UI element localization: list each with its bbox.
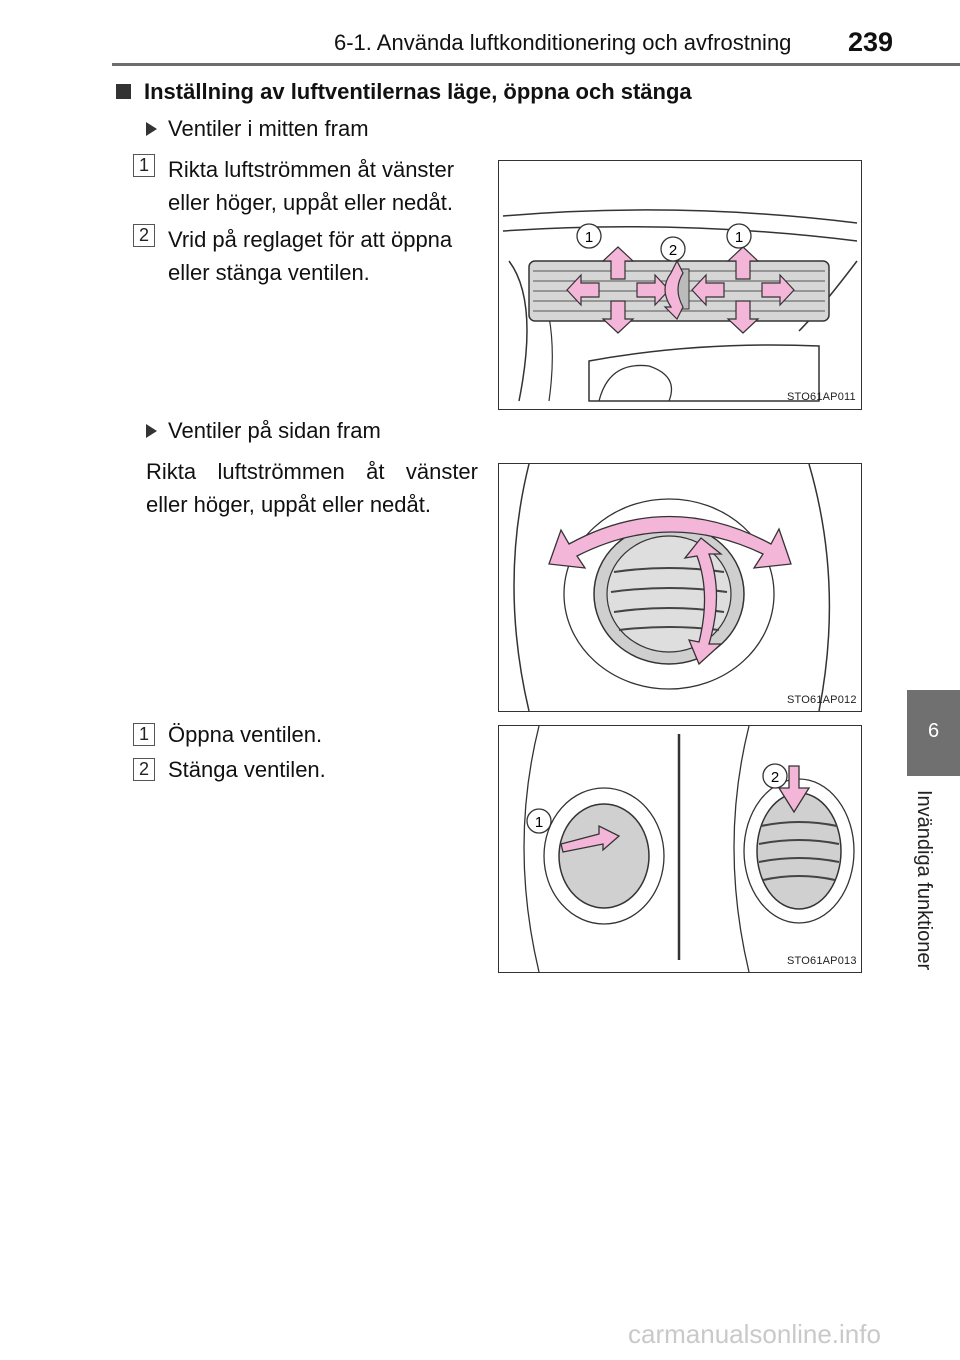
subsection-title-side: Ventiler på sidan fram	[168, 418, 381, 443]
figure-label-1: 1	[735, 229, 743, 246]
watermark: carmanualsonline.info	[628, 1319, 881, 1349]
side-text-line: Rikta luftströmmen åt vänster	[146, 459, 478, 484]
figure-side-vents: STO61AP012	[498, 463, 862, 712]
side-vent-illustration	[513, 464, 831, 711]
section-heading: Inställning av luftventilernas läge, öpp…	[144, 79, 692, 104]
triangle-bullet-icon	[146, 424, 157, 438]
page-number: 239	[848, 27, 894, 57]
open-close-illustration: 1 2	[523, 726, 855, 972]
figure-code: STO61AP013	[787, 955, 857, 967]
center-vent-illustration: 1 2 1	[502, 209, 858, 402]
square-bullet-icon	[116, 84, 131, 99]
figure-label-2: 2	[771, 769, 779, 786]
header-divider	[112, 63, 960, 66]
step-badge-1: 1	[133, 154, 155, 177]
step-badge-2: 2	[133, 758, 155, 781]
header-section-title: 6-1. Använda luftkonditionering och avfr…	[334, 30, 792, 55]
chapter-number: 6	[927, 720, 940, 742]
chapter-title: Invändiga funktioner	[913, 790, 935, 971]
step-badge-2: 2	[133, 224, 155, 247]
figure-code: STO61AP011	[787, 391, 856, 403]
figure-label-1: 1	[585, 229, 593, 246]
chapter-tab: 6	[907, 690, 960, 776]
figure-open-close: 1 2 STO61AP013	[498, 725, 862, 973]
figure-code: STO61AP012	[787, 694, 857, 706]
step-text-line: Vrid på reglaget för att öppna	[168, 227, 453, 252]
step-text: Öppna ventilen.	[168, 722, 323, 747]
step-text-line: eller höger, uppåt eller nedåt.	[168, 190, 453, 215]
side-text-line: eller höger, uppåt eller nedåt.	[146, 492, 431, 517]
figure-center-vents: 1 2 1 STO61AP011	[498, 160, 862, 410]
step-text-line: Rikta luftströmmen åt vänster	[168, 157, 455, 182]
subsection-title-center: Ventiler i mitten fram	[168, 116, 369, 141]
figure-label-1: 1	[535, 814, 543, 831]
step-badge-1: 1	[133, 723, 155, 746]
step-text: Stänga ventilen.	[168, 757, 326, 782]
step-text-line: eller stänga ventilen.	[168, 260, 370, 285]
figure-label-2: 2	[669, 242, 677, 259]
triangle-bullet-icon	[146, 122, 157, 136]
